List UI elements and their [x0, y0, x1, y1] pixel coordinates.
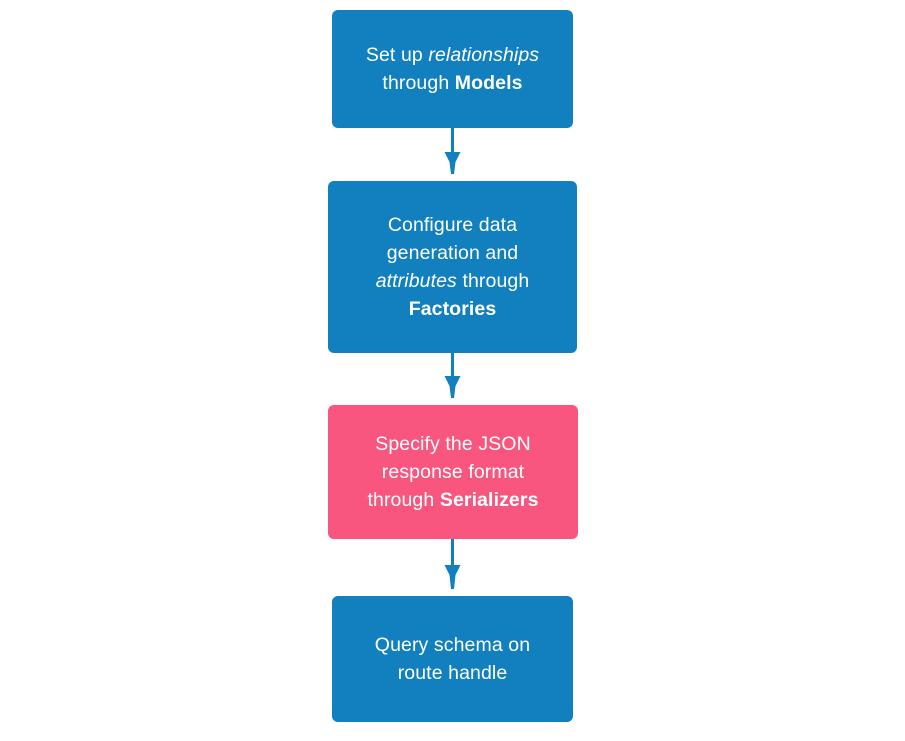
edge-models-to-factories — [444, 128, 461, 174]
edge-serializers-to-query — [444, 539, 461, 589]
edge-factories-to-serializers — [444, 353, 461, 398]
